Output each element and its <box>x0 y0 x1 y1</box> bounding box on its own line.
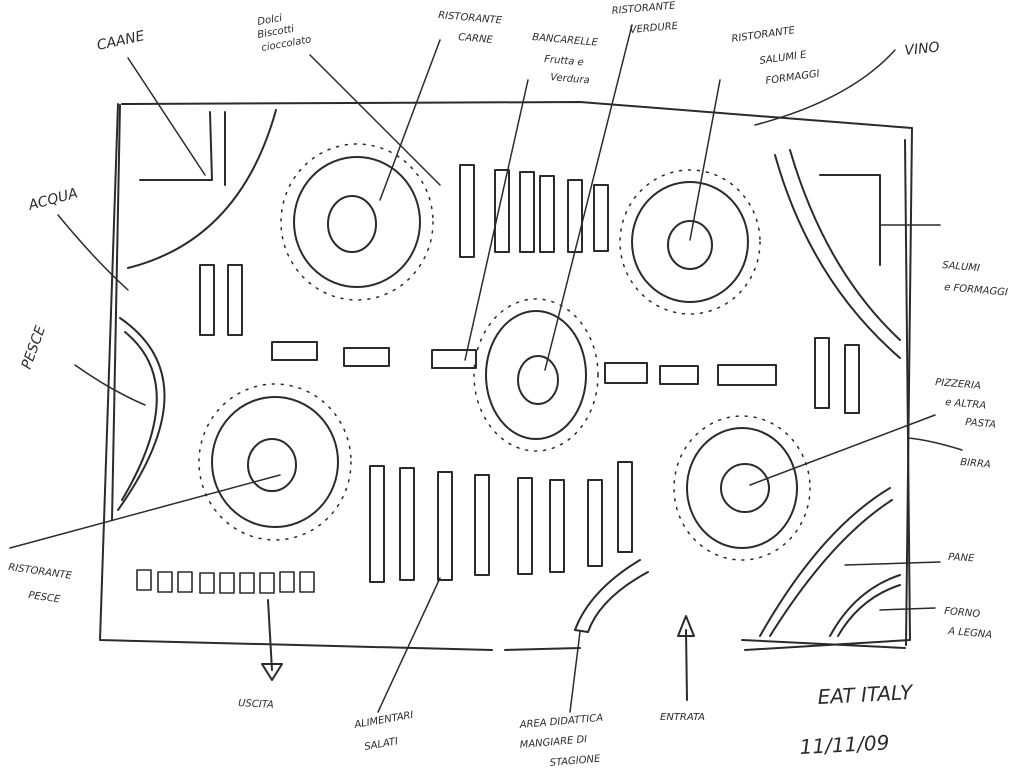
stalls-small-row <box>136 569 315 594</box>
labels: CAANE Dolci Biscotti cioccolato RISTORAN… <box>8 0 1009 768</box>
label-area-2: MANGIARE DI <box>519 734 587 751</box>
label-acqua: ACQUA <box>26 185 80 214</box>
leader-lines <box>9 24 963 713</box>
pane-forno-area <box>759 487 901 637</box>
label-rist-salumi-2: SALUMI E <box>759 49 808 67</box>
label-pizzeria-1: PIZZERIA <box>935 377 982 392</box>
label-forno-1: FORNO <box>944 606 981 620</box>
pizzeria-ring <box>673 415 811 561</box>
label-carne: CAANE <box>96 28 147 54</box>
label-uscita: USCITA <box>238 698 274 711</box>
ristorante-verdure-ring <box>473 298 599 452</box>
label-pizzeria-3: PASTA <box>965 417 997 431</box>
label-rist-salumi-1: RISTORANTE <box>731 25 797 45</box>
label-rist-carne-2: CARNE <box>458 32 494 46</box>
label-rist-pesce-1: RISTORANTE <box>8 562 74 582</box>
label-eat-italy: EAT ITALY <box>817 680 915 709</box>
label-area-3: STAGIONE <box>549 754 601 768</box>
label-date: 11/11/09 <box>799 730 890 759</box>
label-alimentari-1: ALIMENTARI <box>353 710 415 731</box>
salumi-corner-area <box>774 149 901 359</box>
label-rist-verdure-1: RISTORANTE <box>611 0 676 17</box>
label-bancarelle-3: Verdura <box>550 72 590 86</box>
ristorante-salumi-ring <box>619 169 761 315</box>
label-rist-carne-1: RISTORANTE <box>438 10 503 27</box>
label-pesce: PESCE <box>19 324 49 372</box>
stalls-top-row <box>459 164 609 258</box>
label-forno-2: A LEGNA <box>947 626 993 641</box>
label-pane: PANE <box>948 552 975 564</box>
label-rist-pesce-2: PESCE <box>28 590 62 605</box>
label-entrata: ENTRATA <box>660 712 705 723</box>
label-bancarelle-1: BANCARELLE <box>532 32 599 49</box>
label-bancarelle-2: Frutta e <box>544 54 584 68</box>
uscita-arrow <box>261 599 283 681</box>
area-didattica-shape <box>574 559 649 633</box>
label-birra: BIRRA <box>960 457 992 471</box>
stalls-alimentari <box>369 461 633 583</box>
label-area-1: AREA DIDATTICA <box>518 713 603 731</box>
pesce-area <box>117 317 166 511</box>
carne-corner-area <box>127 109 277 269</box>
label-vino: VINO <box>904 39 941 59</box>
label-rist-verdure-2: VERDURE <box>629 21 679 36</box>
label-rist-salumi-3: FORMAGGI <box>765 68 821 86</box>
building-outline <box>99 101 913 651</box>
label-salumi-2: e FORMAGGI <box>944 282 1009 299</box>
label-pizzeria-2: e ALTRA <box>945 397 987 412</box>
label-alimentari-2: SALATI <box>364 736 399 753</box>
stalls-left-pair <box>199 264 243 336</box>
label-dolci-1: Dolci <box>257 13 284 28</box>
ristorante-pesce-ring <box>198 383 352 541</box>
stalls-right-pair <box>814 337 860 414</box>
entrata-arrow <box>677 615 695 701</box>
label-salumi-1: SALUMI <box>942 260 981 274</box>
stalls-middle-row <box>271 341 777 386</box>
ristorante-carne-ring <box>280 143 434 301</box>
